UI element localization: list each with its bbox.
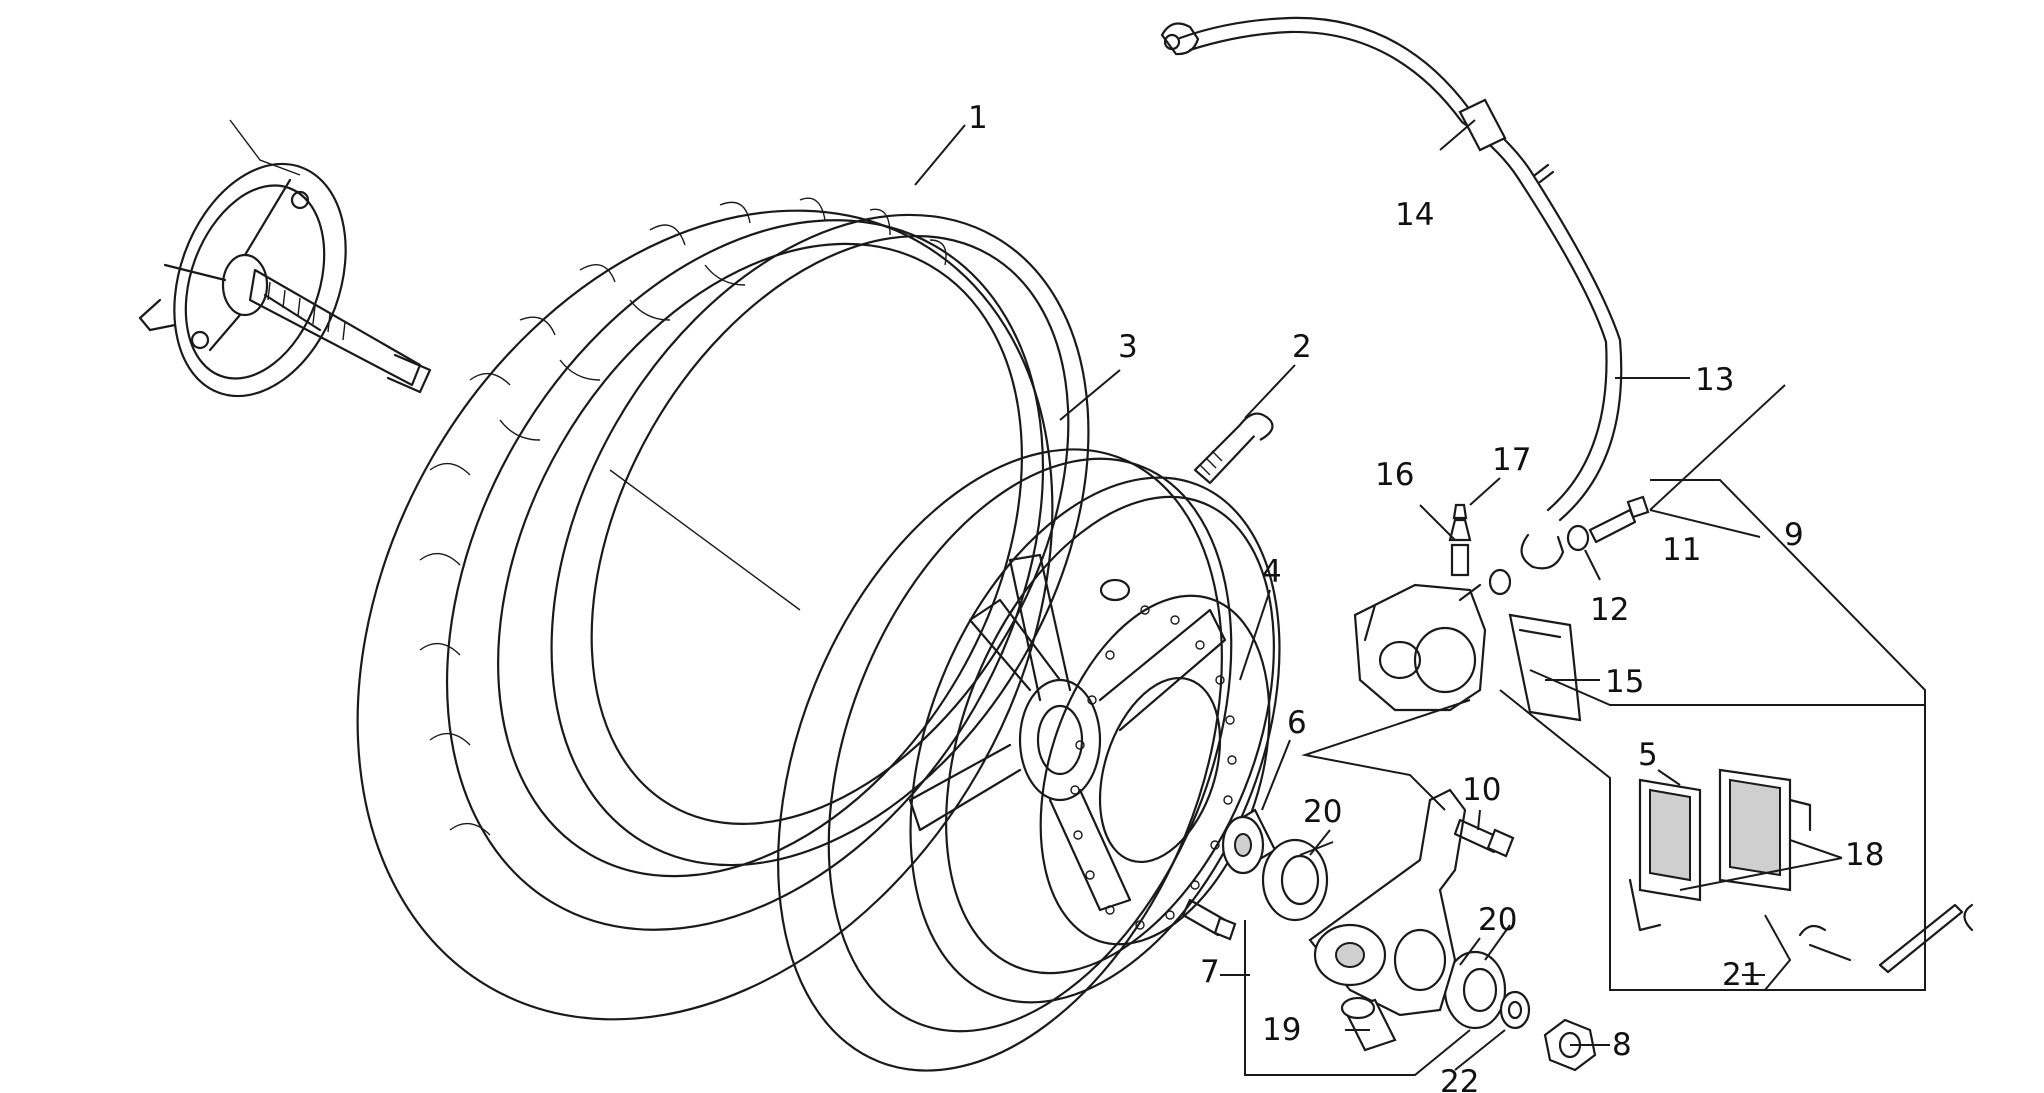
rim-band <box>550 213 1090 867</box>
callout-4: 4 <box>1262 554 1282 590</box>
washer-22 <box>1499 990 1531 1030</box>
brake-pads <box>1628 768 1812 932</box>
bearing-left <box>1261 838 1329 922</box>
bolt-11 <box>1588 495 1650 544</box>
callout-8: 8 <box>1612 1027 1632 1063</box>
callout-11: 11 <box>1662 532 1701 568</box>
callout-7: 7 <box>1200 954 1220 990</box>
group-bracket-lines <box>1244 479 1926 1076</box>
callout-5: 5 <box>1638 737 1658 773</box>
drive-hub-axle <box>138 119 432 398</box>
callout-labels: 1 2 3 4 5 6 7 8 9 10 11 12 13 14 15 16 1… <box>968 100 1884 1093</box>
callout-22: 22 <box>1440 1064 1479 1093</box>
brake-disc <box>1039 594 1271 946</box>
bleed-screw-16-17 <box>1448 503 1472 577</box>
callout-15: 15 <box>1605 664 1644 700</box>
callout-12: 12 <box>1590 592 1629 628</box>
brake-caliper <box>1353 583 1487 712</box>
bolt-10 <box>1453 818 1515 858</box>
callout-20-left: 20 <box>1303 794 1342 830</box>
callout-10: 10 <box>1462 772 1501 808</box>
bearing-right <box>1443 950 1507 1030</box>
callout-21: 21 <box>1722 957 1761 993</box>
callout-1: 1 <box>968 100 988 136</box>
brake-hose <box>1160 16 1623 570</box>
callout-18: 18 <box>1845 837 1884 873</box>
wheel-rim <box>777 448 1281 1072</box>
callout-3: 3 <box>1118 329 1138 365</box>
callout-19: 19 <box>1262 1012 1301 1048</box>
caliper-support-arm <box>1308 788 1467 1017</box>
leader-lines <box>914 119 1843 1071</box>
callout-17: 17 <box>1492 442 1531 478</box>
washer-12 <box>1488 524 1590 596</box>
callout-16: 16 <box>1375 457 1414 493</box>
callout-2: 2 <box>1292 329 1312 365</box>
bushing-19 <box>1340 996 1397 1052</box>
callout-13: 13 <box>1695 362 1734 398</box>
pad-spring-15 <box>1508 613 1582 722</box>
tyre-valve <box>1193 412 1274 485</box>
pad-pin-kit <box>1798 903 1974 974</box>
callout-6: 6 <box>1287 705 1307 741</box>
callout-9: 9 <box>1784 517 1804 553</box>
tyre <box>356 197 1054 1021</box>
callout-14: 14 <box>1395 197 1434 233</box>
callout-20-right: 20 <box>1478 902 1517 938</box>
